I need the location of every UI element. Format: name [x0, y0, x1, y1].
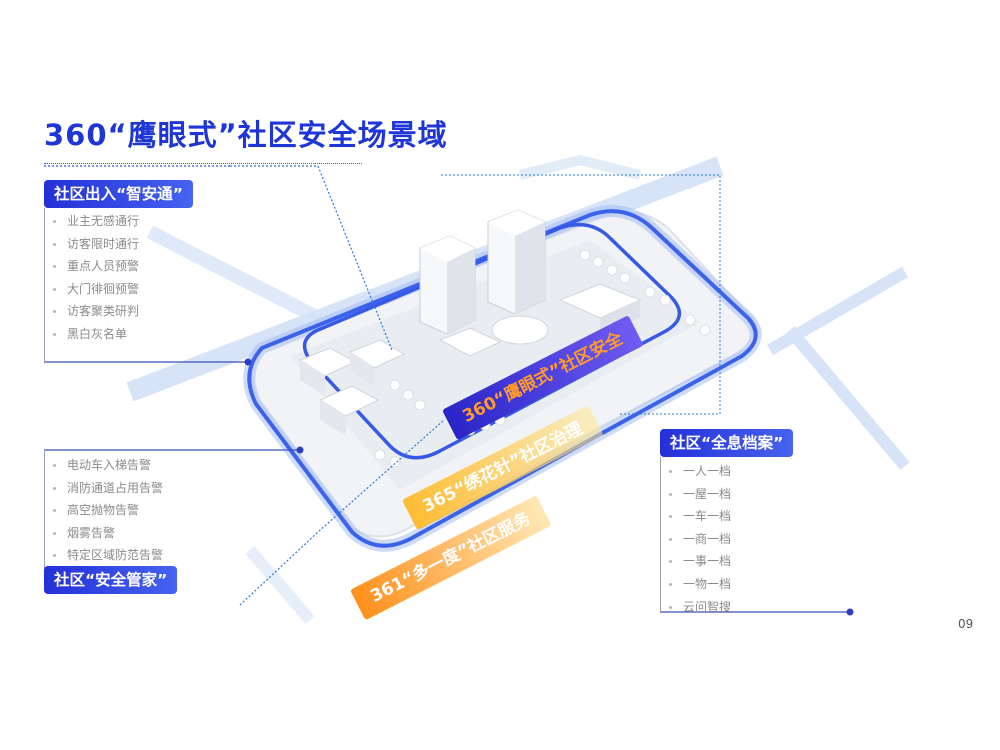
low-buildings [298, 283, 642, 436]
list-item: 业主无感通行 [46, 210, 139, 233]
list-item: 一人一档 [662, 460, 731, 483]
list-item: 一事一档 [662, 550, 731, 573]
list-item: 一屋一档 [662, 483, 731, 506]
security-ring-inner [302, 222, 682, 460]
entry-list: 业主无感通行 访客限时通行 重点人员预警 大门徘徊预警 访客聚类研判 黑白灰名单 [46, 210, 139, 346]
safety-list: 电动车入梯告警 消防通道占用告警 高空抛物告警 烟雾告警 特定区域防范告警 [46, 454, 163, 567]
list-item: 高空抛物告警 [46, 499, 163, 522]
list-item: 一车一档 [662, 505, 731, 528]
safety-vline [44, 450, 45, 568]
tag-archive: 社区“全息档案” [660, 429, 794, 457]
entry-vline [44, 208, 45, 362]
list-item: 电动车入梯告警 [46, 454, 163, 477]
list-item: 烟雾告警 [46, 522, 163, 545]
connector-lines [44, 165, 854, 616]
archive-list: 一人一档 一屋一档 一车一档 一商一档 一事一档 一物一档 云问智搜 [662, 460, 731, 618]
page-number: 09 [958, 617, 974, 631]
list-item: 一物一档 [662, 573, 731, 596]
page-title: 360“鹰眼式”社区安全场景域 [44, 118, 448, 152]
list-item: 云问智搜 [662, 596, 731, 619]
tower-building-right [487, 209, 546, 315]
list-item: 一商一档 [662, 528, 731, 551]
list-item: 特定区域防范告警 [46, 544, 163, 567]
tower-building-left [419, 235, 476, 335]
title-underline [44, 163, 362, 164]
tag-entry: 社区出入“智安通” [44, 180, 193, 208]
archive-vline [660, 457, 661, 612]
list-item: 黑白灰名单 [46, 323, 139, 346]
tag-safety: 社区“安全管家” [44, 566, 178, 594]
list-item: 重点人员预警 [46, 255, 139, 278]
list-item: 大门徘徊预警 [46, 278, 139, 301]
list-item: 消防通道占用告警 [46, 477, 163, 500]
list-item: 访客限时通行 [46, 233, 139, 256]
list-item: 访客聚类研判 [46, 300, 139, 323]
